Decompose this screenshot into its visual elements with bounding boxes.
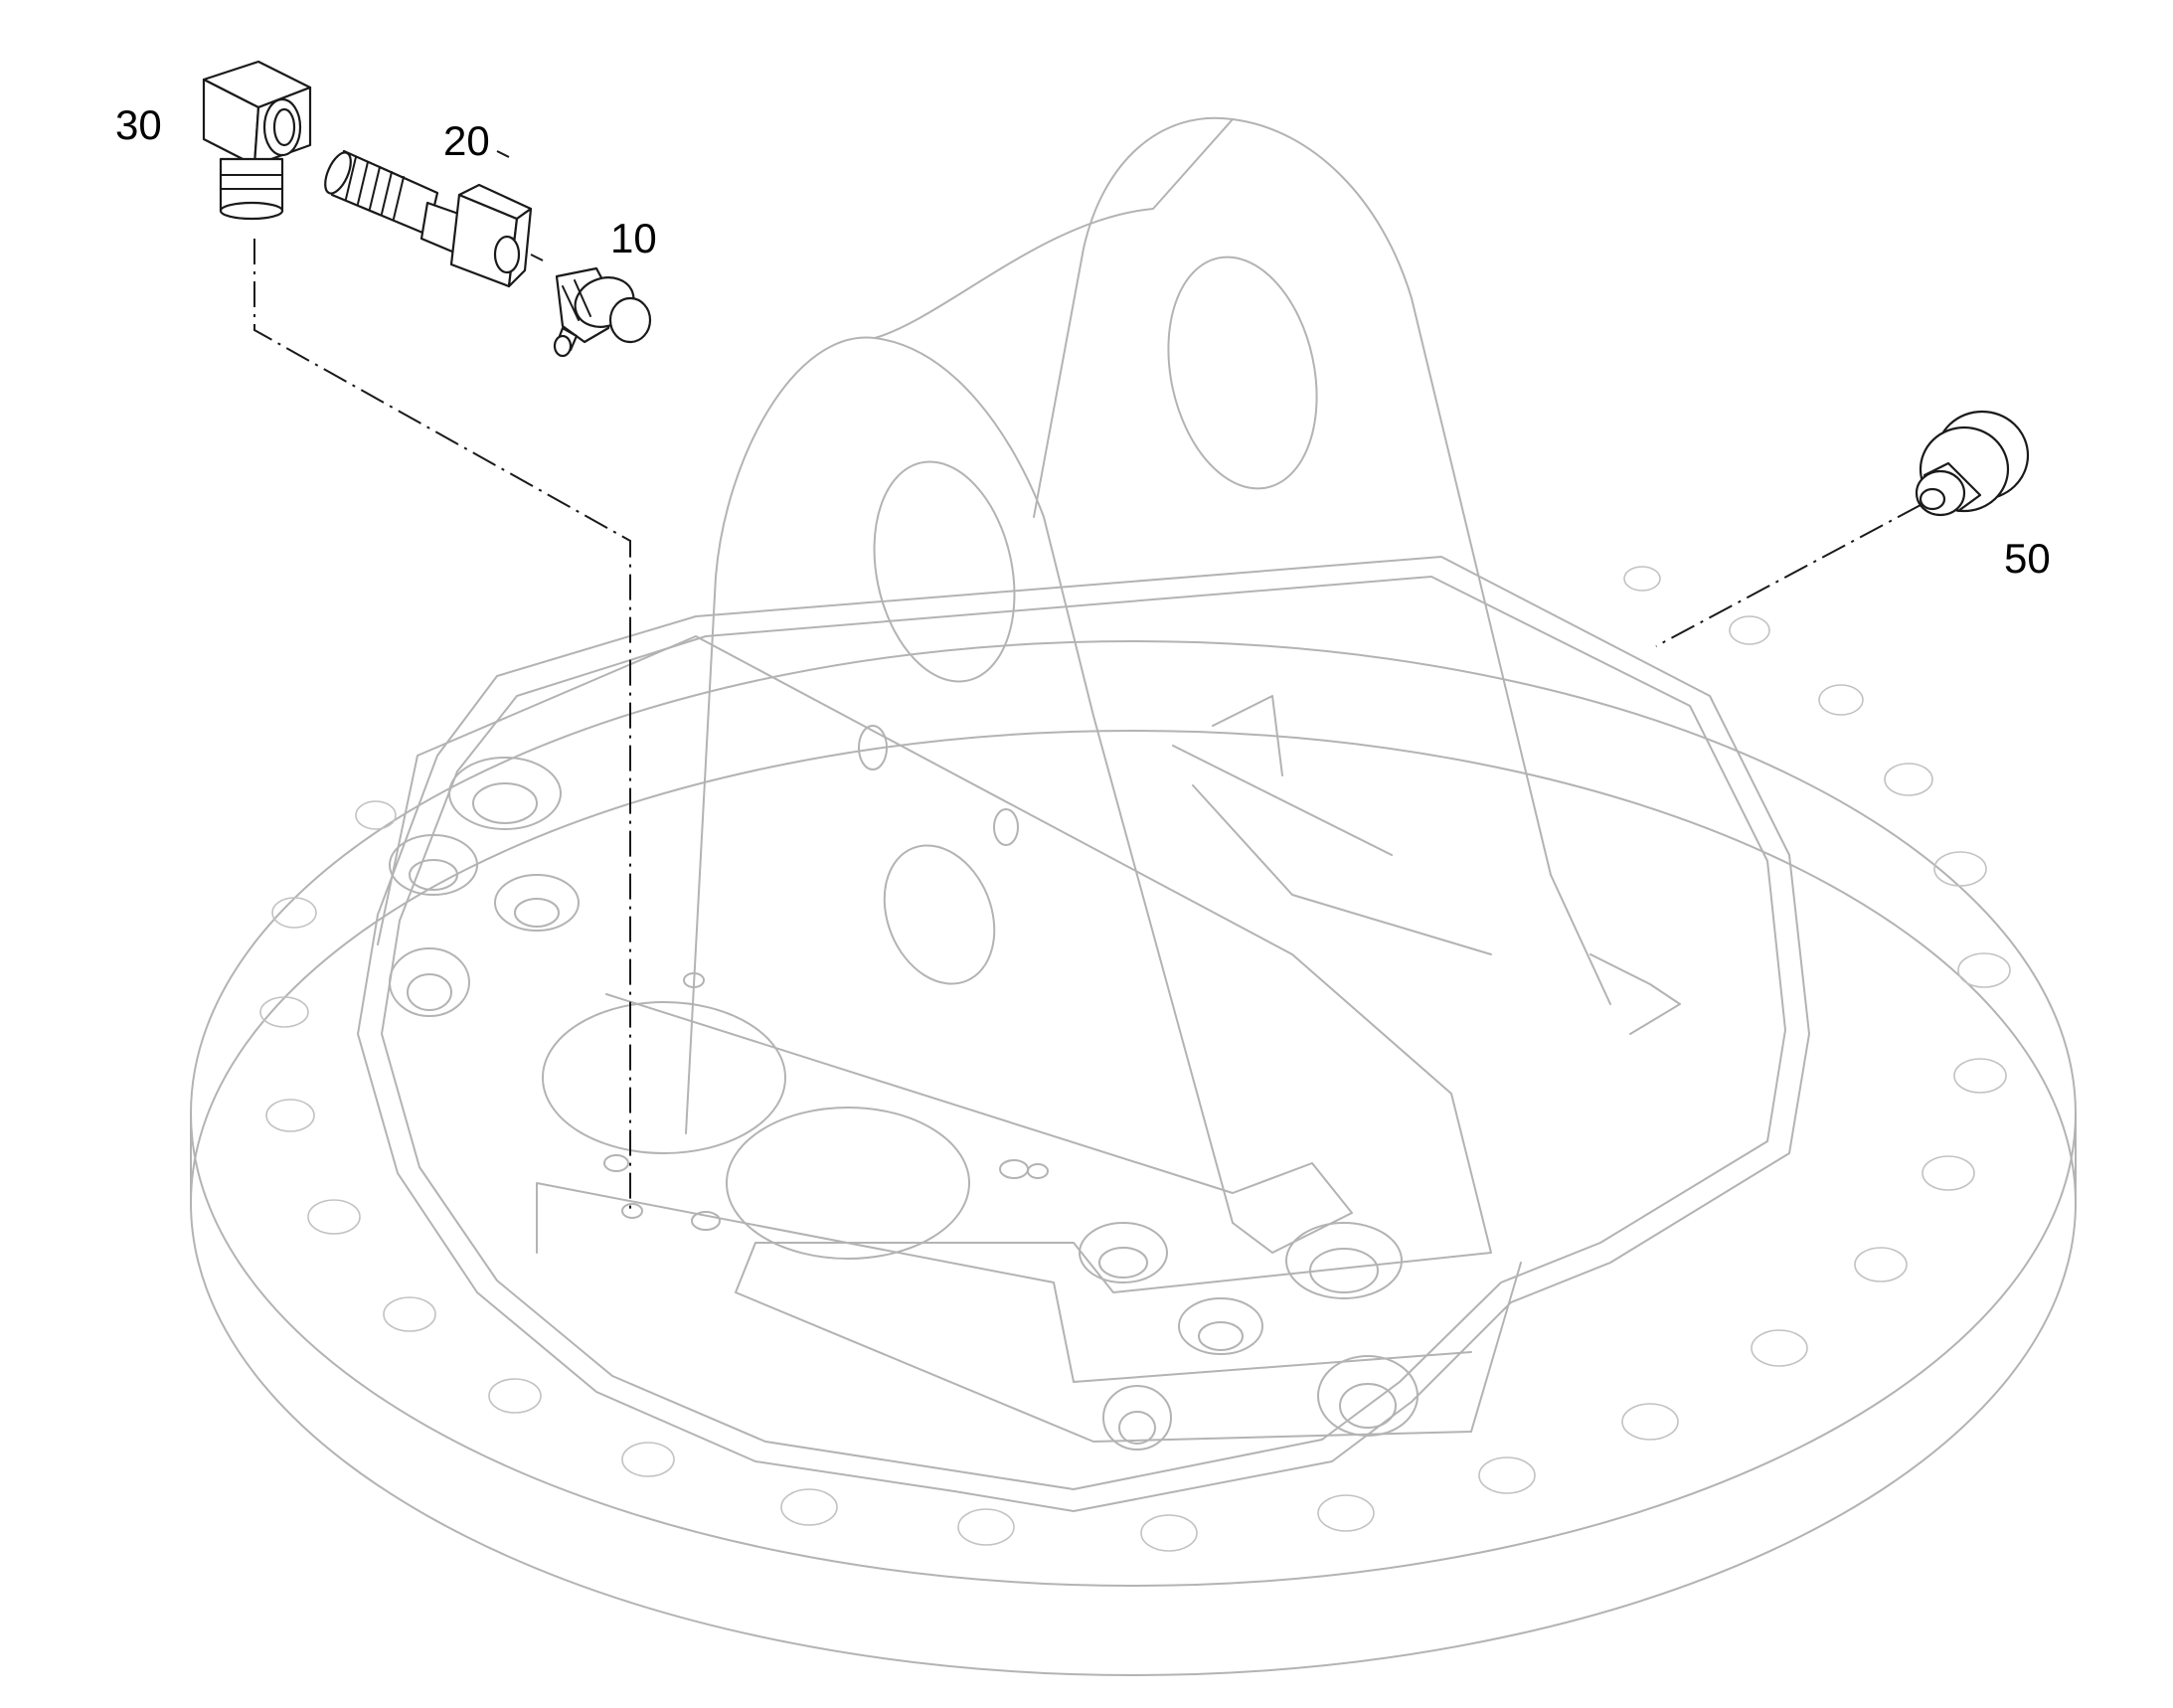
flange-rim-bottom bbox=[190, 730, 2077, 1676]
callout-10: 10 bbox=[610, 215, 657, 261]
plug-part-50 bbox=[1915, 410, 2030, 517]
extension-bore bbox=[493, 235, 521, 274]
bracket-left-ear bbox=[685, 336, 1234, 1224]
housing-body-outline bbox=[357, 556, 1810, 1512]
valve-plate bbox=[377, 635, 1522, 1443]
assembly-line-30-20 bbox=[496, 150, 510, 158]
bracket-left-bore bbox=[873, 460, 1016, 683]
counterbored-screws bbox=[389, 757, 1419, 1451]
assembly-line-30 bbox=[253, 239, 631, 1209]
extension-threads bbox=[345, 156, 405, 220]
bracket-small-hole-2 bbox=[993, 808, 1019, 846]
assembly-line-50 bbox=[1655, 504, 1922, 647]
nipple-tip-end bbox=[553, 334, 573, 358]
large-port-2 bbox=[726, 1107, 970, 1260]
housing-body-inner-outline bbox=[381, 576, 1786, 1490]
elbow-fitting-part-30 bbox=[202, 60, 312, 221]
bracket-base bbox=[605, 953, 1681, 1254]
plug-shank-tip bbox=[1919, 487, 1946, 511]
callout-20: 20 bbox=[443, 117, 490, 164]
plate-small-holes bbox=[603, 972, 1049, 1231]
bracket-right-ear bbox=[1033, 116, 1611, 1005]
bracket-right-bore bbox=[1167, 256, 1318, 490]
extension-shank-end bbox=[324, 151, 352, 195]
callout-30: 30 bbox=[115, 101, 162, 148]
bracket-top-edge bbox=[874, 118, 1234, 339]
nipple-head bbox=[608, 296, 652, 344]
bracket-web-hole bbox=[883, 844, 996, 985]
bracket-small-hole-1 bbox=[858, 725, 888, 770]
extension-part-20 bbox=[324, 149, 533, 288]
flange-bolt-holes bbox=[259, 566, 2011, 1552]
callout-50: 50 bbox=[2004, 535, 2051, 582]
elbow-stub-end bbox=[219, 201, 284, 221]
valve-plate-lower bbox=[536, 1182, 1472, 1383]
bracket-rib bbox=[1172, 695, 1492, 955]
elbow-port-inner bbox=[272, 107, 296, 147]
large-port-1 bbox=[542, 1001, 786, 1154]
grease-nipple-part-10 bbox=[553, 266, 652, 358]
motor-housing bbox=[190, 116, 2077, 1676]
assembly-line-20-10 bbox=[530, 254, 544, 261]
